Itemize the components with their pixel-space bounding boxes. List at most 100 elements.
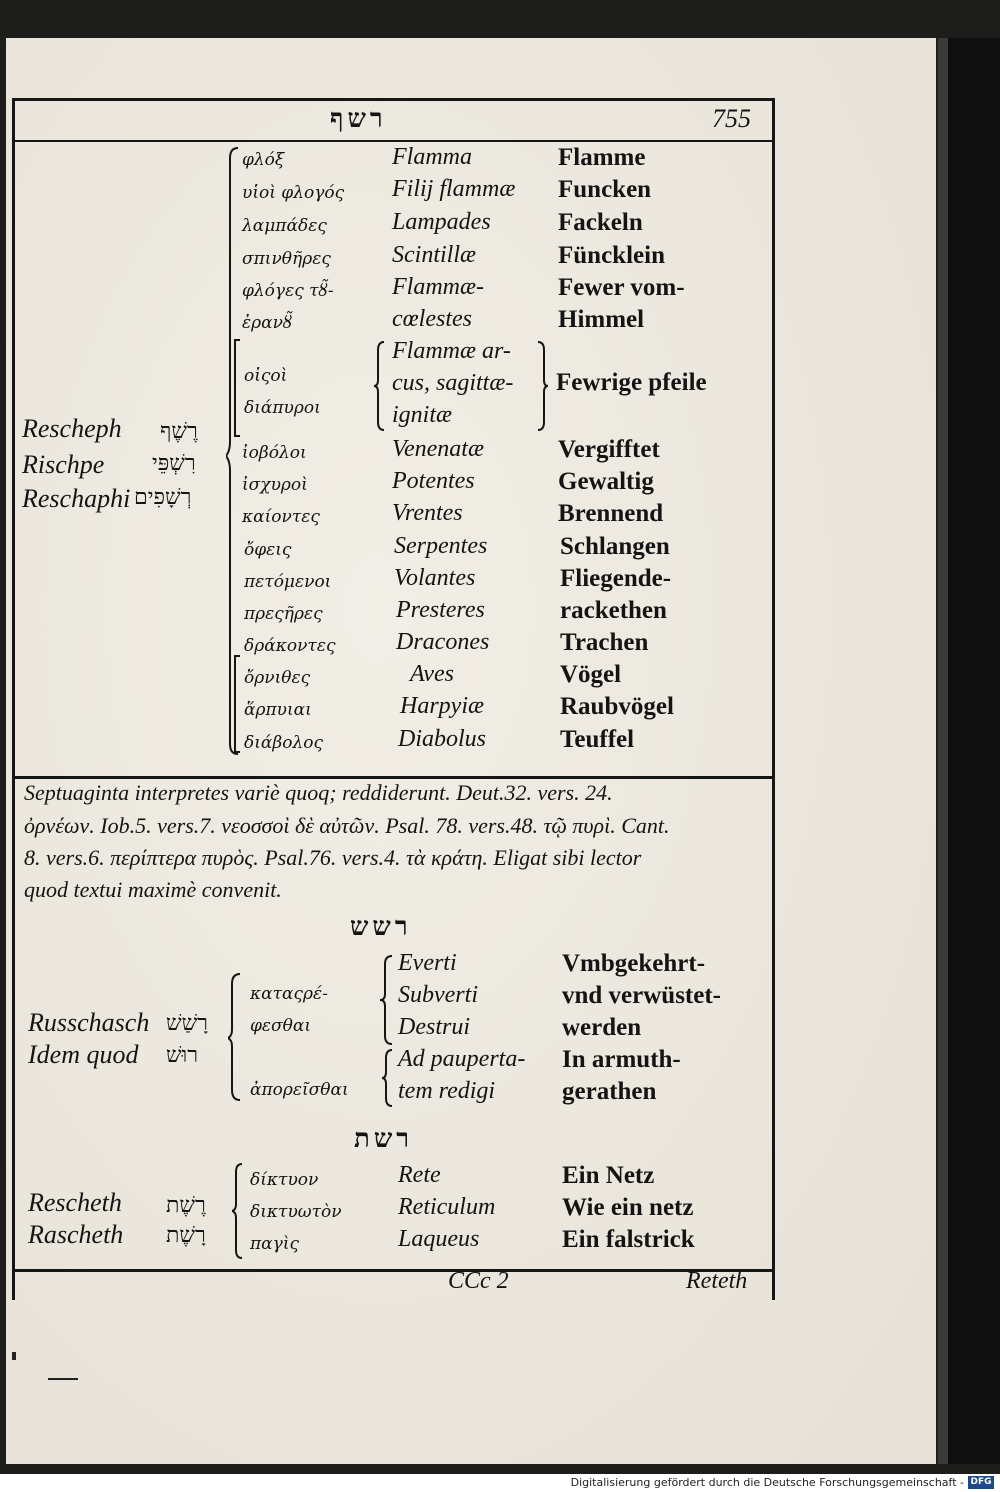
- digitization-credit: Digitalisierung gefördert durch die Deut…: [570, 1476, 964, 1489]
- hebrew-form-2: רִשְׁפֵּי: [152, 451, 196, 476]
- catchword: Reteth: [686, 1268, 748, 1294]
- section2-latin-3: Destrui: [398, 1014, 470, 1040]
- section2-latin-5: tem redigi: [398, 1078, 496, 1104]
- section2-german-3: werden: [562, 1014, 642, 1041]
- latin-5: Flammæ-: [392, 274, 484, 300]
- translit-3: Reschaphi: [22, 484, 131, 513]
- greek-1: φλόξ: [242, 150, 285, 170]
- latin-8: cus, sagittæ-: [392, 370, 514, 396]
- greek-9: διάπυροι: [244, 398, 321, 418]
- german-12: Brennend: [558, 500, 664, 527]
- paragraph-line-2: ὀρνέων. Iob.5. vers.7. νεοσσοὶ δὲ αὐτῶν.…: [24, 813, 670, 838]
- section2-translit-1: Russchasch: [28, 1008, 150, 1037]
- german-2: Funcken: [558, 176, 652, 203]
- section2-german-1: Vmbgekehrt-: [562, 950, 706, 977]
- section3-german-1: Ein Netz: [562, 1162, 655, 1189]
- latin-brace-right: [537, 341, 549, 431]
- latin-16: Dracones: [396, 629, 490, 655]
- latin-6: cœlestes: [392, 306, 472, 332]
- top-rule: [12, 98, 775, 101]
- section3-translit-1: Rescheth: [28, 1188, 122, 1217]
- german-18: Raubvögel: [560, 693, 674, 720]
- latin-10: Venenatæ: [392, 436, 484, 462]
- greek-15: πρεςῆρες: [244, 604, 323, 624]
- latin-19: Diabolus: [398, 726, 487, 752]
- section2-brace: [228, 973, 241, 1101]
- page-frame: [12, 98, 775, 1300]
- greek-18: ἅρπυιαι: [244, 700, 312, 720]
- greek-6: ἐρανȣ̃: [242, 313, 293, 333]
- hebrew-form-1: רֶשֶׁף: [160, 419, 198, 444]
- section3-hebrew-2: רָשֶׁת: [166, 1223, 206, 1248]
- greek-11: ἰσχυροὶ: [242, 475, 308, 495]
- section3-brace: [232, 1163, 243, 1259]
- section3-german-3: Ein falstrick: [562, 1226, 695, 1253]
- bottom-rule: [12, 1269, 775, 1272]
- german-14: Fliegende-: [560, 565, 672, 592]
- german-17: Vögel: [560, 661, 622, 688]
- section2-latin-2: Subverti: [398, 982, 478, 1008]
- latin-15: Presteres: [396, 597, 485, 623]
- latin-17: Aves: [410, 661, 454, 687]
- greek-10: ἰοβόλοι: [242, 443, 307, 463]
- greek-16: δράκοντες: [244, 636, 336, 656]
- section2-latin-brace-1: [379, 955, 393, 1045]
- hebrew-form-3: רְשָׁפִים: [134, 485, 192, 510]
- section2-greek-3: ἀπορεῖσθαι: [250, 1080, 349, 1100]
- section2-german-2: vnd verwüstet-: [562, 982, 722, 1009]
- latin-9: ignitæ: [392, 402, 453, 428]
- section2-greek-2: φεσθαι: [250, 1016, 312, 1036]
- german-10: Vergifftet: [558, 436, 660, 463]
- latin-4: Scintillæ: [392, 242, 476, 268]
- german-15: rackethen: [560, 597, 667, 624]
- section3-hebrew-head: רשת: [354, 1124, 414, 1154]
- section3-greek-3: παγὶς: [250, 1234, 299, 1254]
- section2-hebrew-2: רוּשׁ: [166, 1043, 199, 1068]
- section2-translit-2: Idem quod: [28, 1040, 139, 1069]
- translit-1: Rescheph: [22, 414, 122, 443]
- german-11: Gewaltig: [558, 468, 654, 495]
- german-19: Teuffel: [560, 726, 635, 753]
- greek-14: πετόμενοι: [244, 572, 332, 592]
- greek-4: σπινθῆρες: [242, 249, 331, 269]
- greek-13: ὄφεις: [244, 540, 292, 560]
- greek-5: φλόγες τȣ̃-: [242, 281, 334, 301]
- section2-hebrew-head: רשש: [350, 912, 412, 942]
- latin-1: Flamma: [392, 144, 472, 170]
- greek-12: καίοντες: [242, 507, 320, 527]
- latin-7: Flammæ ar-: [392, 338, 511, 364]
- german-8: Fewrige pfeile: [556, 369, 707, 396]
- latin-2: Filij flammæ: [392, 176, 516, 202]
- greek-3: λαμπάδες: [242, 216, 327, 236]
- section3-latin-1: Rete: [398, 1162, 441, 1188]
- paragraph-line-4: quod textui maximè convenit.: [24, 877, 282, 902]
- greek-7: οἰςοὶ: [244, 366, 288, 386]
- german-3: Fackeln: [558, 209, 643, 236]
- section2-german-4: In armuth-: [562, 1046, 681, 1073]
- header-hebrew: רשף: [330, 104, 387, 134]
- section2-greek-1: καταςρέ-: [250, 984, 328, 1004]
- section3-latin-2: Reticulum: [398, 1194, 496, 1220]
- section3-greek-2: δικτυωτὸν: [250, 1202, 342, 1222]
- latin-13: Serpentes: [394, 533, 488, 559]
- digitization-footer: [0, 1474, 1000, 1492]
- dfg-logo: DFG: [968, 1476, 994, 1489]
- latin-12: Vrentes: [392, 500, 463, 526]
- section2-german-5: gerathen: [562, 1078, 657, 1105]
- section3-translit-2: Rascheth: [28, 1220, 124, 1249]
- german-16: Trachen: [560, 629, 649, 656]
- german-4: Füncklein: [558, 242, 665, 269]
- section3-greek-1: δίκτυον: [250, 1170, 319, 1190]
- page-number: 755: [712, 104, 751, 133]
- greek-17: ὄρνιθες: [244, 668, 311, 688]
- section3-latin-3: Laqueus: [398, 1226, 480, 1252]
- paragraph-line-1: Septuaginta interpretes variè quoq; redd…: [24, 780, 613, 805]
- section2-latin-4: Ad pauperta-: [398, 1046, 526, 1072]
- section2-latin-1: Everti: [398, 950, 457, 976]
- header-rule: [12, 140, 775, 142]
- signature-mark: CCc 2: [448, 1268, 509, 1294]
- stray-mark: [48, 1378, 78, 1380]
- book-page: [6, 38, 936, 1464]
- latin-18: Harpyiæ: [400, 693, 484, 719]
- section3-german-2: Wie ein netz: [562, 1194, 694, 1221]
